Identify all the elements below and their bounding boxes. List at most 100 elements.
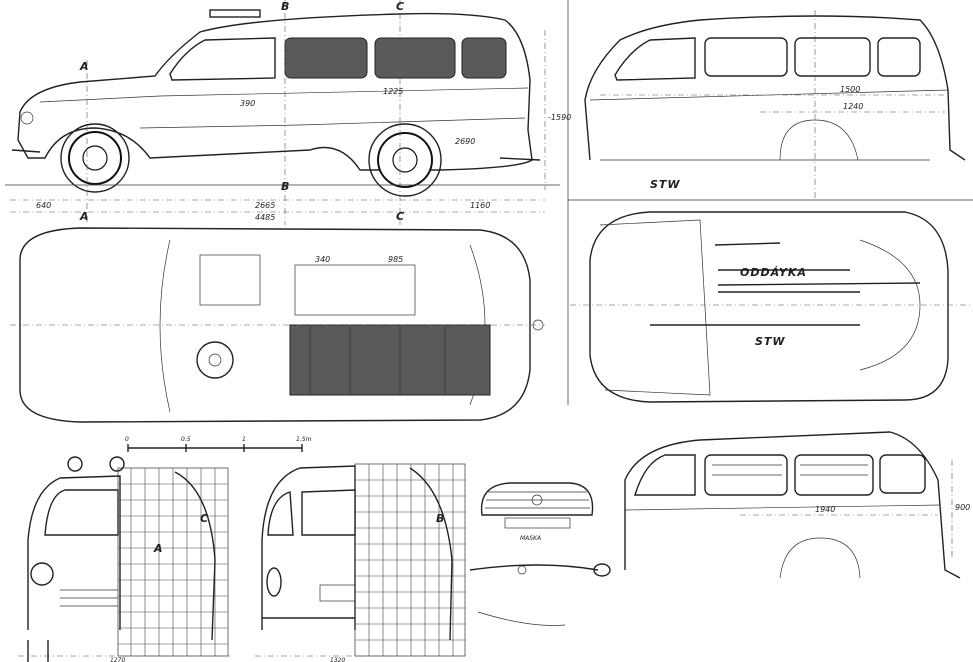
dim-door: 390 bbox=[240, 99, 255, 108]
dim-rear-overhang: 1160 bbox=[470, 201, 490, 210]
rear-hubcap bbox=[392, 147, 418, 173]
grille-caption: MASKA bbox=[520, 535, 541, 542]
quarter-window-right bbox=[877, 37, 921, 77]
front-hubcap bbox=[82, 145, 108, 171]
marker-c-top: C bbox=[396, 0, 405, 13]
scale-label-0: 0 bbox=[125, 436, 129, 443]
front-bumper bbox=[11, 149, 41, 153]
front-headlight bbox=[30, 562, 54, 586]
dim-right-1: 1500 bbox=[840, 85, 860, 94]
bumper-detail bbox=[469, 564, 599, 571]
lower-wheel-arch bbox=[779, 537, 861, 579]
side-view-right: 1500 1240 STW bbox=[584, 10, 966, 200]
lower-beltline bbox=[624, 504, 941, 511]
lower-body-outline bbox=[624, 431, 961, 579]
grille-emblem bbox=[531, 494, 543, 506]
lower-front-window bbox=[634, 454, 696, 496]
side-crease bbox=[139, 117, 526, 129]
rear-width-dim: 1320 bbox=[330, 657, 345, 662]
marker-c-bottom: C bbox=[396, 210, 405, 223]
marker-b-top: B bbox=[281, 0, 290, 13]
beacon-left bbox=[67, 456, 83, 472]
headlight bbox=[20, 111, 34, 125]
rear-marker-b: B bbox=[436, 512, 445, 525]
front-windshield bbox=[44, 489, 119, 536]
steering-hub bbox=[208, 353, 222, 367]
front-marker-c: C bbox=[200, 512, 209, 525]
section-profile-b bbox=[409, 467, 453, 641]
grille-outline bbox=[480, 482, 594, 516]
beltline bbox=[39, 87, 529, 103]
bumper-overrider bbox=[517, 565, 527, 575]
windshield-line bbox=[159, 239, 171, 413]
scale-label-3: 1.5m bbox=[296, 436, 312, 443]
lower-side-view: 1940 900 bbox=[624, 431, 970, 579]
top-view-left: 340 985 bbox=[10, 227, 545, 423]
lower-dim-length: 1940 bbox=[815, 505, 835, 514]
underbody-detail bbox=[477, 611, 566, 626]
marker-a-bottom: A bbox=[79, 210, 90, 223]
roof-outline-top bbox=[19, 227, 531, 423]
tail-light-top bbox=[532, 319, 544, 331]
wheel-arch-top-right bbox=[859, 239, 921, 371]
license-plate bbox=[319, 584, 356, 602]
front-seat bbox=[199, 254, 261, 306]
lower-dim-height: 900 bbox=[955, 503, 970, 512]
dim-top-1: 340 bbox=[315, 255, 330, 264]
marker-b-bottom: B bbox=[281, 180, 290, 193]
wheel-arch-right bbox=[779, 119, 859, 161]
roof-rail-1 bbox=[714, 242, 781, 246]
roof-beacon bbox=[209, 9, 261, 18]
front-wheel-arch bbox=[60, 123, 130, 193]
section-profile-c bbox=[174, 471, 216, 641]
rear-bumper bbox=[499, 157, 541, 161]
roof-outline-top-right bbox=[589, 211, 949, 403]
rear-window-right bbox=[794, 37, 871, 77]
rear-window bbox=[301, 489, 356, 536]
dim-wheelbase: 2665 bbox=[255, 201, 275, 210]
dim-overall-length: 4485 bbox=[255, 213, 275, 222]
steering-wheel bbox=[196, 341, 234, 379]
label-oddayka: ODDÁYKA bbox=[740, 266, 807, 279]
rear-side-glass bbox=[267, 491, 294, 536]
front-width-dim: 1270 bbox=[110, 657, 125, 662]
front-view: C A 1270 bbox=[18, 456, 230, 662]
dim-cargo-length: 2690 bbox=[455, 137, 475, 146]
body-outline bbox=[17, 12, 533, 171]
dim-height: -1590 bbox=[548, 113, 571, 122]
bumper-end-detail bbox=[593, 563, 611, 577]
dim-interior-length: 1225 bbox=[383, 87, 403, 96]
middle-window-right bbox=[704, 37, 788, 77]
grille-lower-plate bbox=[504, 517, 571, 529]
lower-quarter-window bbox=[879, 454, 926, 494]
beacon-right bbox=[109, 456, 125, 472]
front-marker-a: A bbox=[153, 542, 164, 555]
roof-rail-3 bbox=[717, 282, 921, 286]
quarter-window bbox=[461, 37, 507, 79]
front-body-outline bbox=[27, 475, 121, 630]
rear-section-grid bbox=[355, 464, 465, 656]
scale-label-2: 1 bbox=[242, 436, 246, 443]
windshield-front-door-window bbox=[169, 37, 276, 81]
cargo-floor-hatched bbox=[289, 324, 491, 396]
label-stw: STW bbox=[755, 335, 786, 348]
dim-front-overhang: 640 bbox=[36, 201, 51, 210]
grille-detail: MASKA bbox=[469, 482, 611, 626]
front-window-right bbox=[614, 37, 696, 81]
scale-label-1: 0.5 bbox=[181, 436, 191, 443]
dim-top-2: 985 bbox=[388, 255, 403, 264]
side-view-left: A A B B C C 640 2665 4485 1160 1225 2690… bbox=[5, 0, 571, 225]
marker-a-top: A bbox=[79, 60, 90, 73]
rear-body-outline bbox=[261, 465, 356, 630]
windshield-top-right bbox=[599, 219, 711, 396]
dim-right-2: 1240 bbox=[843, 102, 863, 111]
rear-seat bbox=[294, 264, 416, 316]
side-right-caption: STW bbox=[650, 178, 681, 191]
top-view-right: ODDÁYKA STW bbox=[570, 211, 970, 403]
rear-view: B 1320 bbox=[255, 463, 466, 662]
side-window-rear bbox=[374, 37, 456, 79]
front-section-grid bbox=[118, 468, 228, 656]
rear-tail-light bbox=[266, 567, 282, 597]
scale-bar: 0 0.5 1 1.5m bbox=[125, 436, 312, 452]
